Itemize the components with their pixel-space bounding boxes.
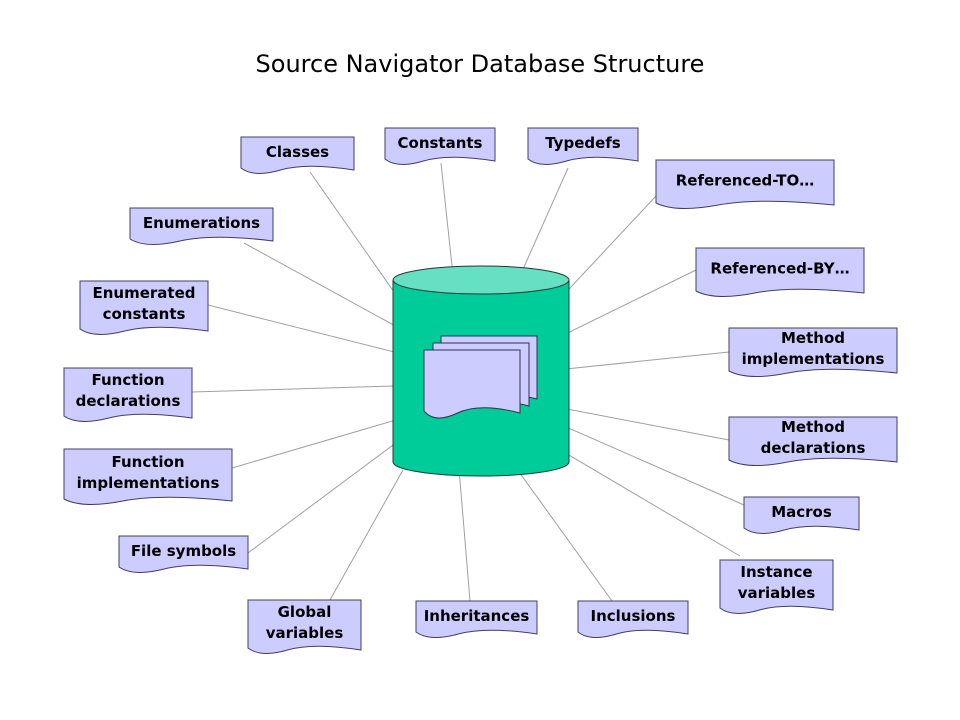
document-shape [247,599,362,654]
table-label: Inheritances [424,607,530,625]
table-box-referenced-to: Referenced-TO… [655,159,835,210]
table-label: File symbols [131,542,236,560]
connector-global-variables [329,469,404,601]
connector-function-declarations [191,384,427,393]
table-label: constants [103,305,186,323]
document-shape [719,559,834,614]
table-box-instance-variables: Instance variables [719,559,834,614]
table-box-file-symbols: File symbols [118,535,249,573]
document-shape [527,127,639,165]
table-label: Method [781,418,845,436]
document-shape [118,535,249,573]
cylinder-top [392,265,570,295]
document-shape [63,367,193,422]
stacked-documents-icon [423,335,538,419]
connector-classes [309,171,395,293]
table-box-function-declarations: Function declarations [63,367,193,422]
table-label: implementations [77,474,220,492]
document-shape [415,600,538,638]
document-shape [577,600,689,638]
table-label: declarations [761,439,866,457]
table-label: Function [111,453,184,471]
table-box-referenced-by: Referenced-BY… [695,247,865,297]
table-box-global-variables: Global variables [247,599,362,654]
table-label: variables [266,624,344,642]
table-label: Referenced-TO… [676,171,814,189]
document-shape [63,448,233,505]
table-box-method-implementations: Method implementations [728,327,898,377]
table-box-function-implementations: Function implementations [63,448,233,505]
table-box-macros: Macros [743,496,860,534]
table-label: variables [738,584,816,602]
table-box-inclusions: Inclusions [577,600,689,638]
table-box-inheritances: Inheritances [415,600,538,638]
table-label: Enumerated [92,284,195,302]
table-label: implementations [742,350,885,368]
document-shape [743,496,860,534]
table-box-method-declarations: Method declarations [728,416,898,466]
document-shape [655,159,835,210]
table-box-typedefs: Typedefs [527,127,639,165]
document-shape [79,280,209,335]
document-shape [240,136,355,174]
table-label: Instance [740,563,812,581]
table-label: Global [278,603,332,621]
table-box-classes: Classes [240,136,355,174]
document-shape [384,127,496,165]
document-shape [695,247,865,297]
table-label: Referenced-BY… [710,259,849,277]
table-box-constants: Constants [384,127,496,165]
table-box-enumerated-constants: Enumerated constants [79,280,209,335]
document-shape [129,207,274,245]
document-shape [728,327,898,377]
table-label: Typedefs [545,134,621,152]
table-box-enumerations: Enumerations [129,207,274,245]
diagram-title: Source Navigator Database Structure [255,50,705,78]
table-label: Macros [771,503,832,521]
table-label: Function [91,371,164,389]
document-shape [728,416,898,466]
table-label: Constants [398,134,483,152]
table-label: Classes [266,143,329,161]
table-label: declarations [76,392,181,410]
table-label: Enumerations [143,214,260,232]
stacked-document-icon [423,349,521,419]
table-label: Method [781,329,845,347]
table-label: Inclusions [591,607,676,625]
connector-enumerated-constants [207,304,427,361]
